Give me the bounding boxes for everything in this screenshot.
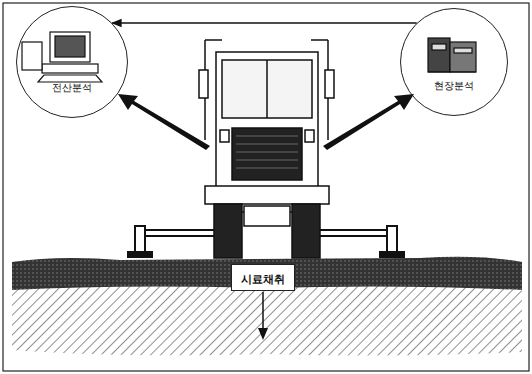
node-label: 전산분석 <box>50 81 94 95</box>
truck <box>199 40 334 258</box>
node-label: 시료채취 <box>239 273 287 286</box>
ground <box>12 257 522 356</box>
analysis-circle: 전산분석 <box>16 6 128 118</box>
frame <box>3 3 529 371</box>
computer-icon <box>22 32 102 82</box>
process-box: 시료채취 <box>231 264 295 291</box>
data-arrow <box>118 94 414 150</box>
topsoil <box>12 257 522 290</box>
analyzer-icon <box>428 38 476 72</box>
outrigger <box>128 226 404 257</box>
analysis-circle: 현장분석 <box>400 8 508 116</box>
connector-arrow <box>112 22 416 24</box>
sampling-arrow <box>258 292 268 340</box>
node-label: 현장분석 <box>432 79 476 93</box>
